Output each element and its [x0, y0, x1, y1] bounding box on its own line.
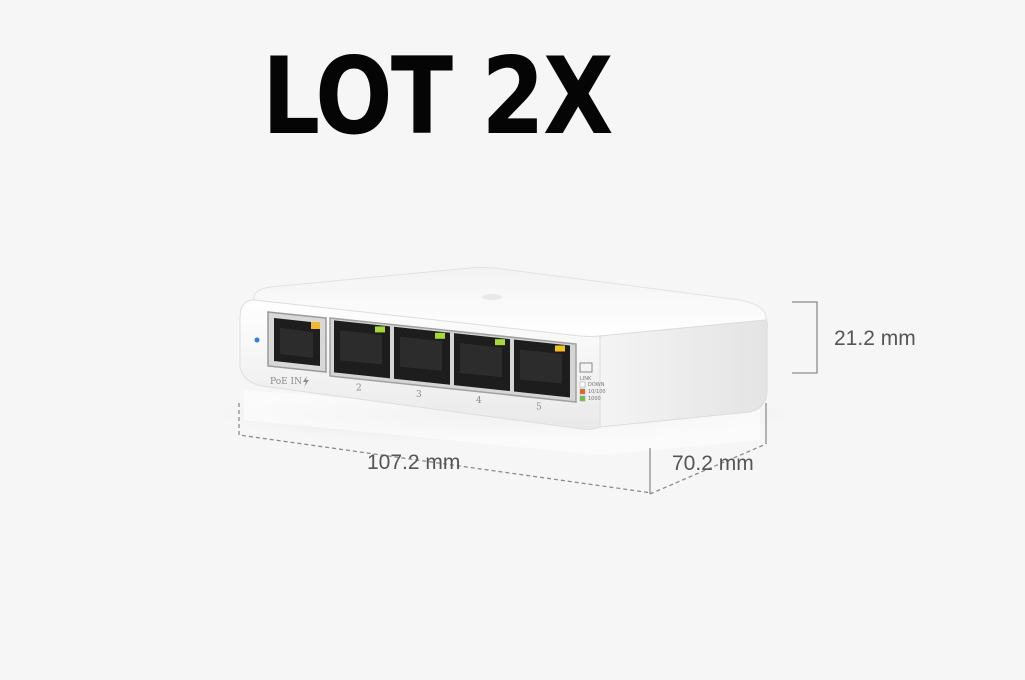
legend-swatch — [579, 395, 586, 402]
port-led — [375, 326, 385, 333]
height-dimension-label: 21.2 mm — [834, 327, 916, 350]
legend-title: LINK — [580, 376, 592, 382]
port-label: 2 — [356, 383, 362, 393]
link-icon — [579, 362, 593, 373]
port-led — [435, 332, 445, 339]
port-label: 3 — [416, 390, 422, 400]
legend-label: 1000 — [588, 396, 601, 402]
legend-swatch — [579, 381, 586, 388]
rj45-jack-inner — [460, 343, 502, 378]
legend-label: DOWN — [588, 382, 605, 388]
device-reflection — [244, 390, 760, 455]
port-led — [555, 345, 565, 352]
dimension-lines — [238, 301, 818, 495]
lot-headline: LOT 2X — [262, 35, 613, 158]
lightning-icon — [303, 376, 309, 387]
width-dimension-label: 107.2 mm — [367, 451, 461, 474]
rj45-jack-inner — [280, 328, 313, 358]
port-label: 5 — [536, 403, 542, 413]
legend-swatch — [579, 388, 586, 395]
legend-label: 10/100 — [588, 389, 606, 395]
rj45-jack-inner — [400, 336, 442, 371]
port-5[interactable]: 5 — [514, 339, 570, 413]
depth-dimension-label: 70.2 mm — [672, 452, 754, 475]
port-label: 4 — [476, 396, 482, 406]
power-led-icon — [254, 337, 260, 343]
port-3[interactable]: 3 — [394, 326, 450, 400]
port-2[interactable]: 2 — [334, 320, 390, 393]
width-dimension-line — [238, 403, 653, 494]
switch-side-face — [599, 319, 768, 428]
port-led — [495, 339, 505, 346]
ubiquiti-logo-icon — [482, 294, 502, 300]
port-led — [311, 322, 320, 329]
port-label: PoE IN — [270, 377, 302, 387]
depth-dimension-line — [649, 443, 767, 495]
port-poe-in[interactable] — [267, 311, 327, 373]
rj45-jack-inner — [340, 330, 382, 365]
port-4[interactable]: 4 — [454, 333, 510, 406]
height-dimension-line — [792, 301, 818, 374]
rj45-jack-inner — [520, 349, 562, 384]
